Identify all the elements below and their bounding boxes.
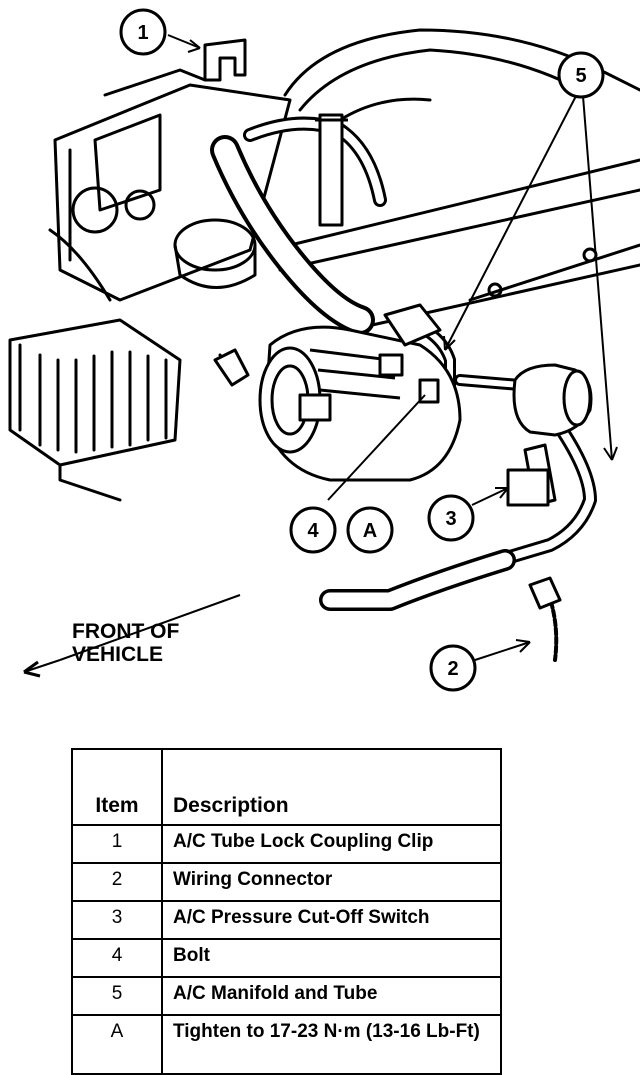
- front-label-line1: FRONT OF: [72, 620, 179, 643]
- legend-item: 3: [71, 900, 163, 940]
- callout-4: 4: [289, 506, 337, 554]
- legend-item: 4: [71, 938, 163, 978]
- callout-3: 3: [427, 494, 475, 542]
- legend-row: 4 Bolt: [71, 938, 502, 978]
- legend-item: 5: [71, 976, 163, 1016]
- callouts: 1 5 4 A 3 2: [119, 8, 605, 692]
- legend-description: Wiring Connector: [161, 862, 502, 902]
- callout-1-label: 1: [137, 22, 148, 44]
- callout-1: 1: [119, 8, 167, 56]
- callout-a: A: [346, 506, 394, 554]
- legend-item: A: [71, 1014, 163, 1075]
- front-label-line2: VEHICLE: [72, 643, 163, 666]
- legend-row: 1 A/C Tube Lock Coupling Clip: [71, 824, 502, 864]
- legend-description: A/C Pressure Cut-Off Switch: [161, 900, 502, 940]
- legend-description: A/C Tube Lock Coupling Clip: [161, 824, 502, 864]
- callout-5: 5: [557, 51, 605, 99]
- callout-a-label: A: [363, 520, 377, 542]
- callout-4-label: 4: [307, 520, 319, 542]
- callout-2-label: 2: [447, 658, 458, 680]
- callout-3-label: 3: [445, 508, 456, 530]
- legend-header-item: Item: [71, 748, 163, 826]
- legend-item: 1: [71, 824, 163, 864]
- legend-description: Bolt: [161, 938, 502, 978]
- legend-header-description: Description: [161, 748, 502, 826]
- ac-components: [203, 38, 593, 610]
- legend-description: Tighten to 17-23 N·m (13-16 Lb-Ft): [161, 1014, 502, 1075]
- ac-compressor-diagram: 1 5 4 A 3 2 FRONT OF VEHICLE: [8, 8, 640, 692]
- front-of-vehicle-label: FRONT OF VEHICLE: [72, 620, 179, 666]
- legend-row: A Tighten to 17-23 N·m (13-16 Lb-Ft): [71, 1014, 502, 1075]
- callout-5-label: 5: [575, 65, 586, 87]
- legend-row: 2 Wiring Connector: [71, 862, 502, 902]
- leader-lines: [23, 34, 618, 678]
- legend-table: Item Description 1 A/C Tube Lock Couplin…: [71, 748, 502, 1075]
- legend-header-row: Item Description: [71, 748, 502, 826]
- callout-2: 2: [429, 644, 477, 692]
- legend-row: 3 A/C Pressure Cut-Off Switch: [71, 900, 502, 940]
- legend-description: A/C Manifold and Tube: [161, 976, 502, 1016]
- legend-row: 5 A/C Manifold and Tube: [71, 976, 502, 1016]
- legend-item: 2: [71, 862, 163, 902]
